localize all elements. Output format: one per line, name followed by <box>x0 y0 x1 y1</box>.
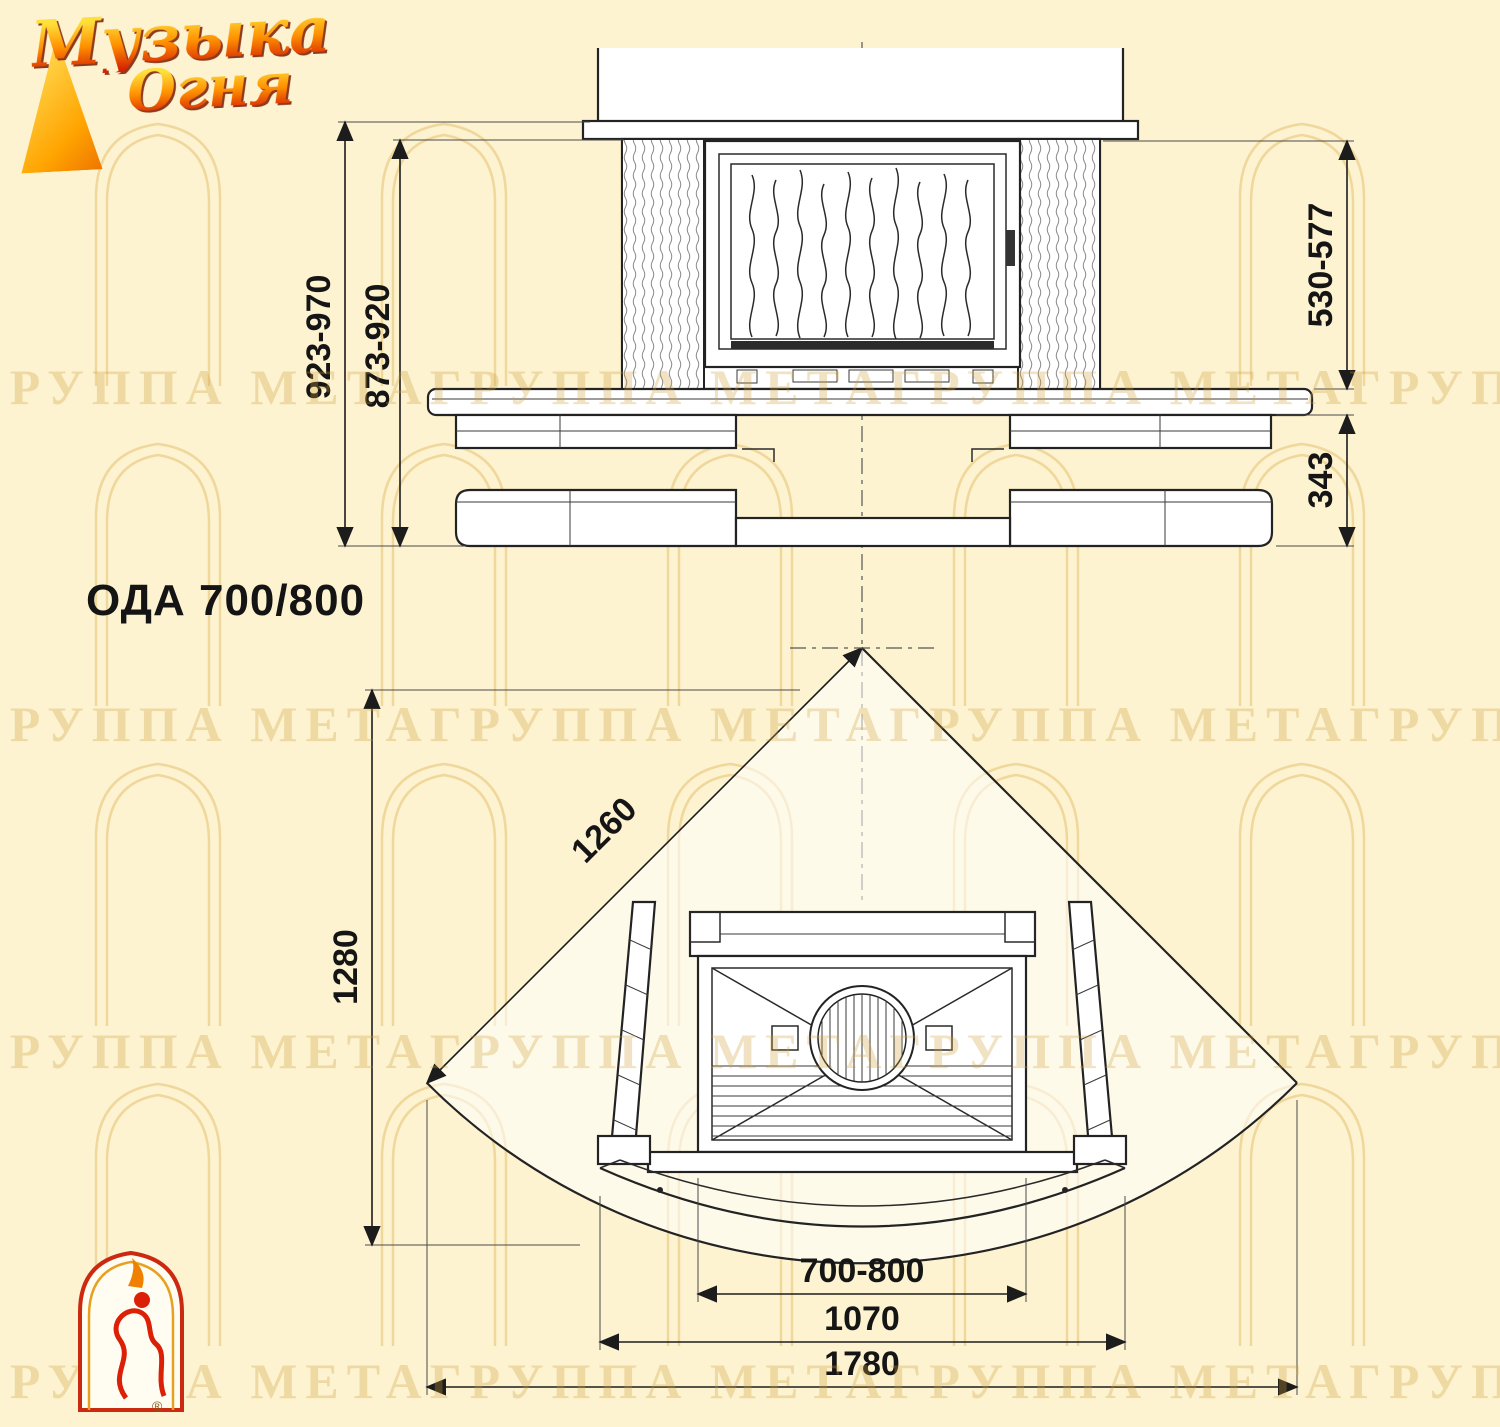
plinth-center <box>734 516 1012 548</box>
front-dimensions: 923-970 873-920 530-577 343 <box>300 120 1356 548</box>
center-step-right <box>971 448 1004 462</box>
door-glass <box>730 163 995 340</box>
plan-view <box>425 646 1298 1265</box>
hearth-arc-outer <box>599 1166 1126 1228</box>
dim-base-height-label: 343 <box>1302 452 1340 509</box>
center-step-left <box>742 448 775 462</box>
dim-firebox-height-label: 530-577 <box>1302 203 1340 328</box>
front-block-right <box>1072 1134 1128 1166</box>
dim-radius-label: 1260 <box>564 790 644 870</box>
hearth-arc-inner <box>619 1159 1106 1207</box>
flames <box>749 167 971 340</box>
front-view <box>426 48 1314 548</box>
dim-inner-height-label: 873-920 <box>359 284 397 409</box>
registered-mark: ® <box>152 1398 163 1414</box>
dim-insert-width-label: 700-800 <box>800 1252 925 1290</box>
wall-hatch <box>613 939 1111 1131</box>
brand-logo: Музыка Огня <box>11 0 350 207</box>
plinth-right <box>1008 488 1274 548</box>
badge-arch-icon <box>78 1250 184 1412</box>
dim-depth-label: 1280 <box>327 929 365 1005</box>
left-column <box>621 138 705 390</box>
grate-strip <box>731 341 994 349</box>
fan-radius-left <box>425 646 864 1085</box>
right-column <box>1017 138 1101 390</box>
dim-hearth-width-label: 1070 <box>824 1300 900 1338</box>
front-block-left <box>596 1134 652 1166</box>
fan-arc <box>426 1082 1298 1265</box>
logo-line2: Огня <box>126 50 346 125</box>
dim-total-width-label: 1780 <box>824 1345 900 1383</box>
model-title: ОДА 700/800 <box>86 576 366 625</box>
door-handle <box>1006 230 1015 266</box>
fan-radius-right <box>861 647 1298 1084</box>
dim-total-height-label: 923-970 <box>300 275 338 400</box>
vents <box>736 369 994 384</box>
corner-badge: ® <box>68 1240 198 1425</box>
flame-figure-icon <box>113 1308 167 1400</box>
insert-front-plate <box>646 1150 1079 1174</box>
plinth-left <box>454 488 738 548</box>
plan-dimensions: 1260 1280 700-800 1070 1780 <box>327 688 1299 1396</box>
mantel-shelf <box>426 387 1314 417</box>
blower-hatch <box>821 994 903 1082</box>
mantel-top-shelf <box>581 119 1140 141</box>
